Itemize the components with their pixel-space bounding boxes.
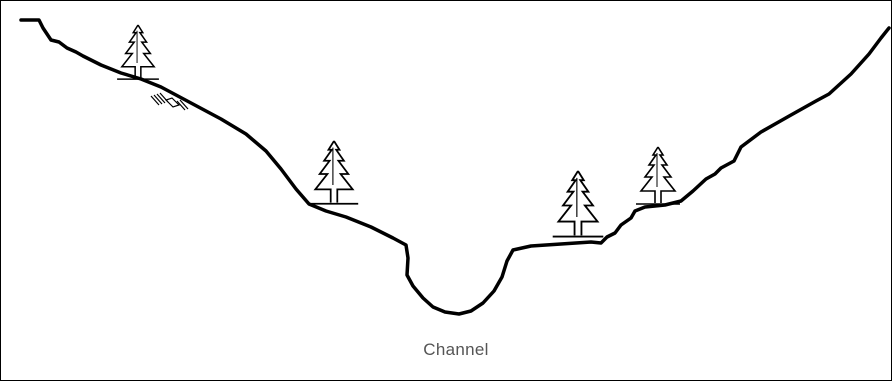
conifer-tree-icon xyxy=(551,170,605,238)
channel-label: Channel xyxy=(423,340,489,359)
conifer-tree-icon xyxy=(635,146,681,205)
conifer-tree-icon xyxy=(116,24,160,80)
valley-profile-line xyxy=(19,18,891,316)
conifer-tree-icon xyxy=(308,140,360,205)
bedrock-hatch-icon xyxy=(150,92,189,111)
